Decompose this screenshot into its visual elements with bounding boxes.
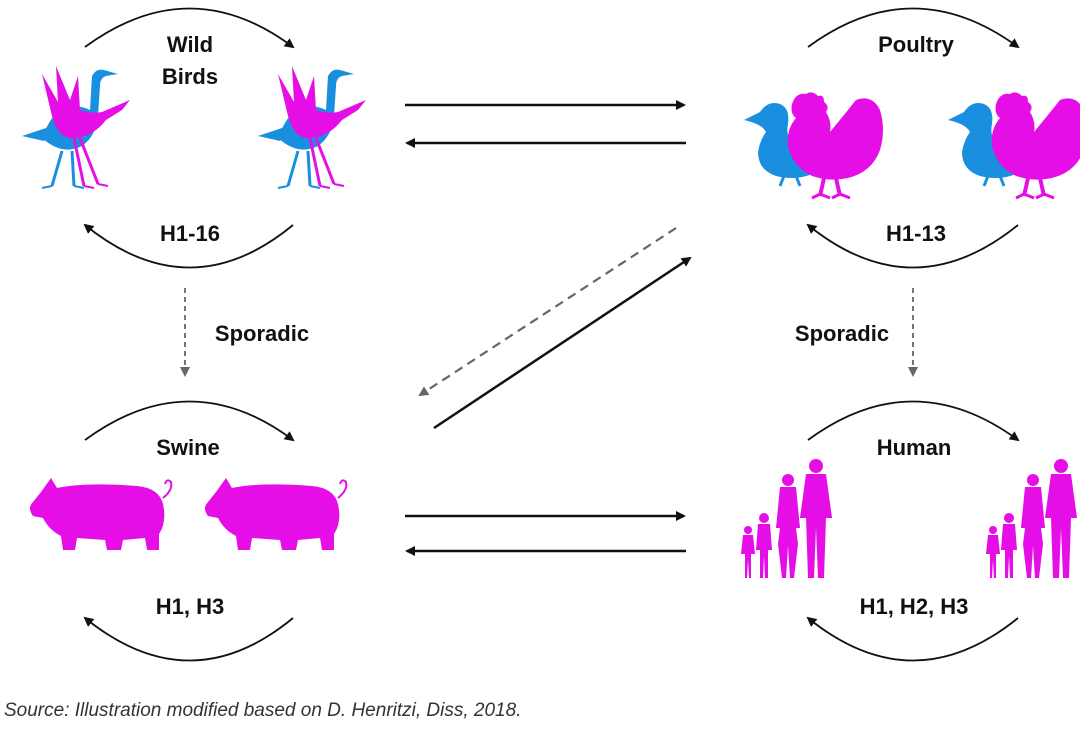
wild-birds-cycle-bottom-arrow [83, 223, 294, 269]
human-title: Human [877, 435, 952, 460]
swine-subtypes: H1, H3 [156, 594, 224, 619]
poultry-cycle-bottom-arrow [806, 223, 1019, 269]
sporadic-label-right: Sporadic [795, 321, 889, 346]
swine-cycle-top-arrow [84, 400, 295, 442]
family-icon [741, 459, 832, 578]
human-cycle-top-arrow [807, 400, 1020, 442]
human-subtypes: H1, H2, H3 [860, 594, 969, 619]
wild-birds-title-line1: Wild [167, 32, 213, 57]
crane-icon [256, 64, 368, 190]
swine-to-poultry-arrow [433, 256, 692, 430]
wild-birds-title-line2: Birds [162, 64, 218, 89]
poultry-cycle-top-arrow [807, 7, 1020, 49]
poultry-subtypes: H1-13 [886, 221, 946, 246]
sporadic-label-left: Sporadic [215, 321, 309, 346]
swine-title: Swine [156, 435, 220, 460]
family-icon [986, 459, 1077, 578]
poultry-to-swine-dashed-arrow [418, 227, 677, 397]
crane-icon [20, 64, 132, 190]
chicken-duck-icon [742, 90, 885, 200]
poultry-title: Poultry [878, 32, 955, 57]
source-caption: Source: Illustration modified based on D… [4, 700, 522, 721]
pig-icon [204, 477, 348, 551]
pig-icon [29, 477, 173, 551]
swine-cycle-bottom-arrow [83, 616, 294, 662]
chicken-duck-icon [946, 90, 1080, 200]
wild-birds-subtypes: H1-16 [160, 221, 220, 246]
human-cycle-bottom-arrow [806, 616, 1019, 662]
wild-birds-cycle-top-arrow [84, 7, 295, 49]
